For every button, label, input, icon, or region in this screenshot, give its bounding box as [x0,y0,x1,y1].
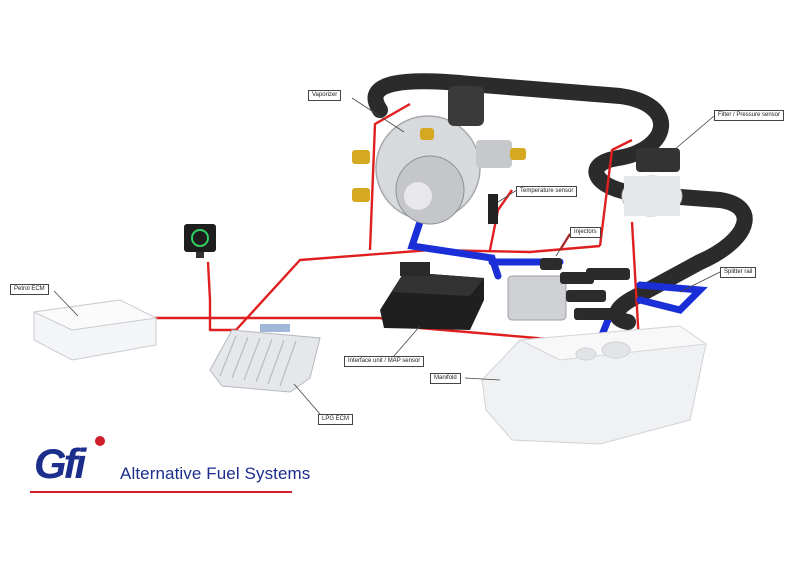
fuel-switch-gauge [184,224,216,258]
wire-to-filter [598,138,633,247]
black-hose-loop [367,73,753,330]
label-petrol-ecm: Petrol ECM [10,284,49,295]
wire-to-vaporizer [368,102,411,251]
leader-manifold [464,377,501,381]
label-lpg-ecm: LPG ECM [318,414,354,425]
leader-interface [393,325,421,357]
label-splitter-rail: Splitter rail [720,267,757,278]
gfi-logo: Gfi [34,440,86,487]
leader-temp [497,189,518,203]
leader-petrol-ecm [53,290,79,317]
injector-block [507,258,630,321]
leader-injectors [555,233,571,257]
label-filter-pressure-sensor: Filter / Pressure sensor [714,110,785,121]
filter-unit [621,148,683,217]
brand-tagline: Alternative Fuel Systems [120,464,311,483]
brand-underline [30,491,292,493]
interface-unit [380,262,484,330]
lpg-ecm-unit [209,324,321,393]
label-interface-unit: Interface unit / MAP sensor [344,356,425,367]
blue-hose-splitter [636,281,708,314]
petrol-ecm-unit [32,299,158,361]
leader-splitter [679,271,721,293]
leader-filter [673,115,715,151]
label-temperature-sensor: Temperature sensor [516,186,578,197]
label-manifold: Manifold [430,373,461,384]
wire-gauge [206,261,236,332]
label-vaporizer: Vaporizer [308,90,342,101]
leader-vaporizer [351,97,405,133]
blue-hose-vaporizer-out [407,218,502,280]
intake-manifold [481,325,708,445]
label-injectors: Injectors [570,227,601,238]
logo-dot-icon [95,436,105,446]
vaporizer-unit [352,86,526,225]
leader-lpg-ecm [293,383,321,415]
